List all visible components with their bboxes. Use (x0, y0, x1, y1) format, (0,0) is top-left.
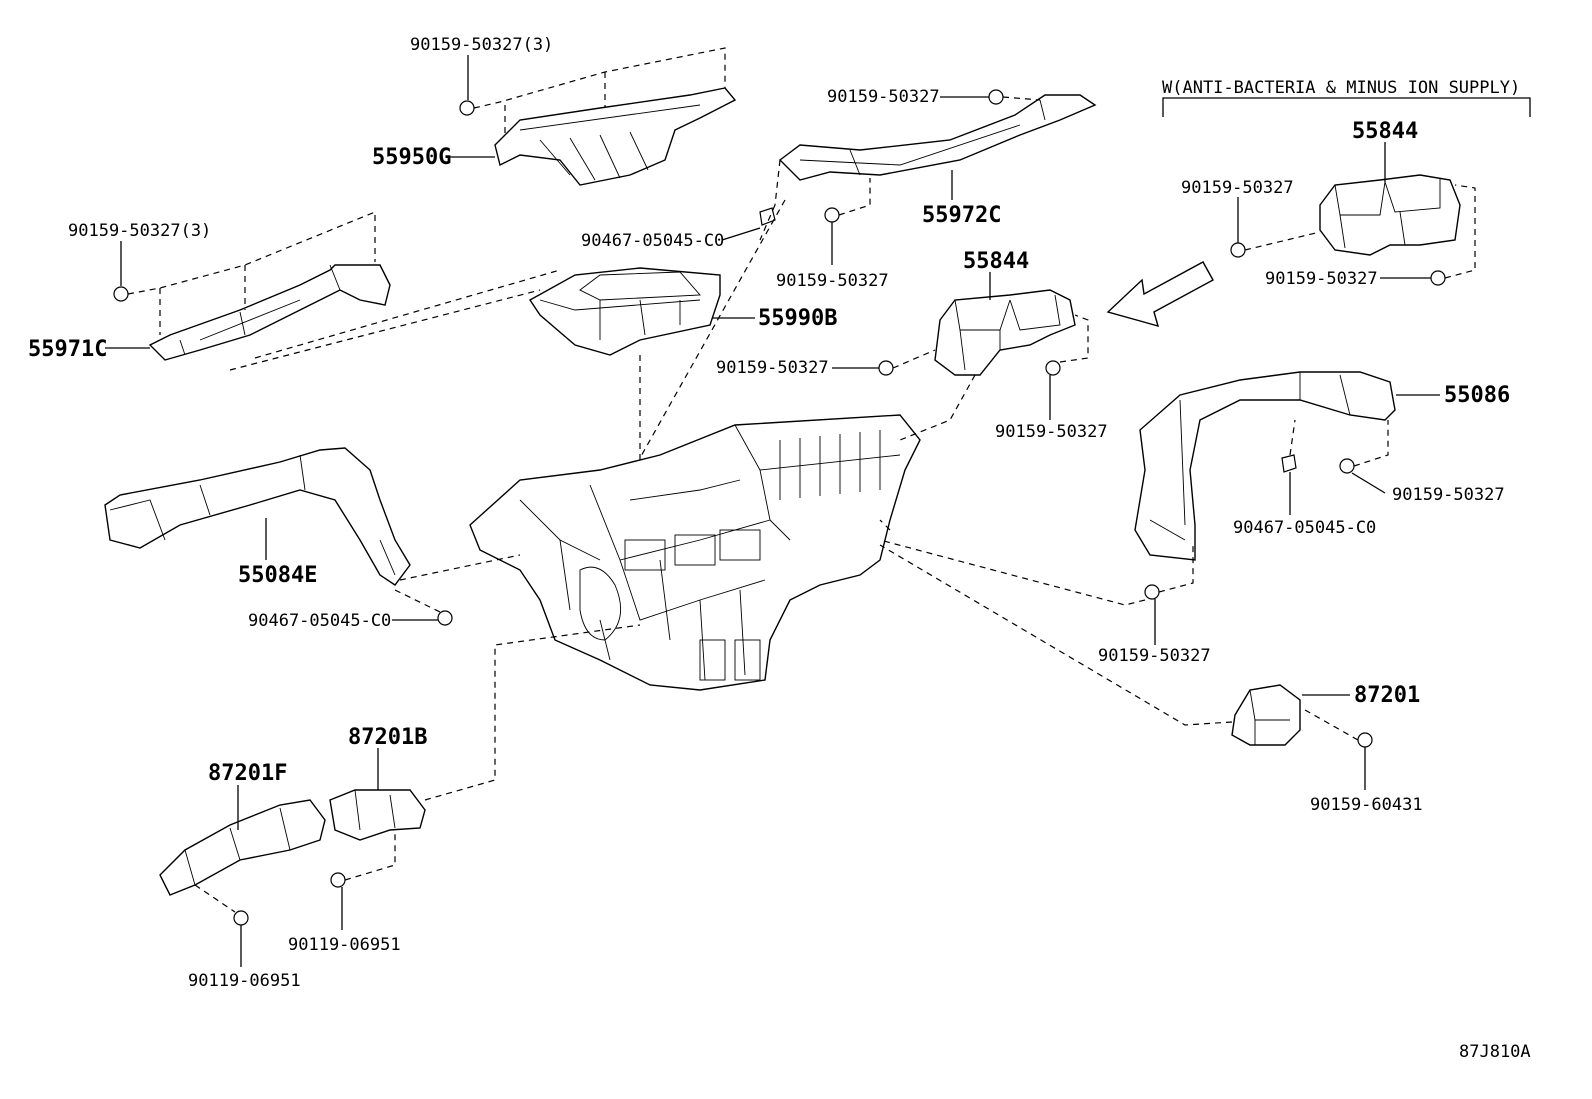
label-90159-50327-55972c-top: 90159-50327 (827, 87, 940, 107)
vent-55844-center-drawing (878, 289, 1076, 376)
duct-55972c-drawing (759, 89, 1097, 226)
direction-arrow (1106, 261, 1214, 328)
label-55950g: 55950G (372, 145, 451, 170)
label-55972c: 55972C (922, 203, 1001, 228)
label-90159-50327-3-top: 90159-50327(3) (410, 35, 553, 55)
label-90119-06951-87201f: 90119-06951 (188, 971, 301, 991)
duct-55950g-drawing (459, 87, 737, 186)
label-90467-05045-c0-55086: 90467-05045-C0 (1233, 518, 1376, 538)
label-90467-05045-c0-55084e: 90467-05045-C0 (248, 611, 391, 631)
label-90159-50327-55844-center-left: 90159-50327 (716, 358, 829, 378)
duct-55086-drawing (1134, 371, 1396, 600)
label-90159-50327-55972c-bottom: 90159-50327 (776, 271, 889, 291)
label-55844-right: 55844 (1352, 119, 1418, 144)
duct-87201b-drawing (329, 789, 426, 888)
label-90159-50327-3-left: 90159-50327(3) (68, 221, 211, 241)
label-90159-50327-55844-center-right: 90159-50327 (995, 422, 1108, 442)
duct-55971c-drawing (113, 264, 391, 361)
label-55084e: 55084E (238, 563, 317, 588)
label-90159-50327-55844-right-top: 90159-50327 (1181, 178, 1294, 198)
duct-87201f-drawing (159, 799, 326, 926)
duct-55084e-drawing (104, 447, 453, 626)
label-87201: 87201 (1354, 683, 1420, 708)
hvac-unit-drawing (469, 414, 921, 691)
label-90159-50327-55086: 90159-50327 (1392, 485, 1505, 505)
option-bracket (1162, 97, 1531, 117)
duct-55990b-drawing (528, 267, 721, 356)
label-55990b: 55990B (758, 306, 837, 331)
label-55971c: 55971C (28, 337, 107, 362)
label-90467-05045-c0-55972c: 90467-05045-C0 (581, 231, 724, 251)
vent-55844-right-drawing (1230, 174, 1461, 286)
label-55086: 55086 (1444, 383, 1510, 408)
diagram-code: 87J810A (1459, 1042, 1531, 1062)
label-87201b: 87201B (348, 725, 427, 750)
label-87201f: 87201F (208, 761, 287, 786)
option-note: W(ANTI-BACTERIA & MINUS ION SUPPLY) (1162, 78, 1520, 98)
label-90159-50327-55086-bottom: 90159-50327 (1098, 646, 1211, 666)
label-55844-center: 55844 (963, 249, 1029, 274)
label-90159-60431: 90159-60431 (1310, 795, 1423, 815)
sensor-87201-drawing (1231, 684, 1373, 748)
label-90159-50327-55844-right-bottom: 90159-50327 (1265, 269, 1378, 289)
label-90119-06951-87201b: 90119-06951 (288, 935, 401, 955)
